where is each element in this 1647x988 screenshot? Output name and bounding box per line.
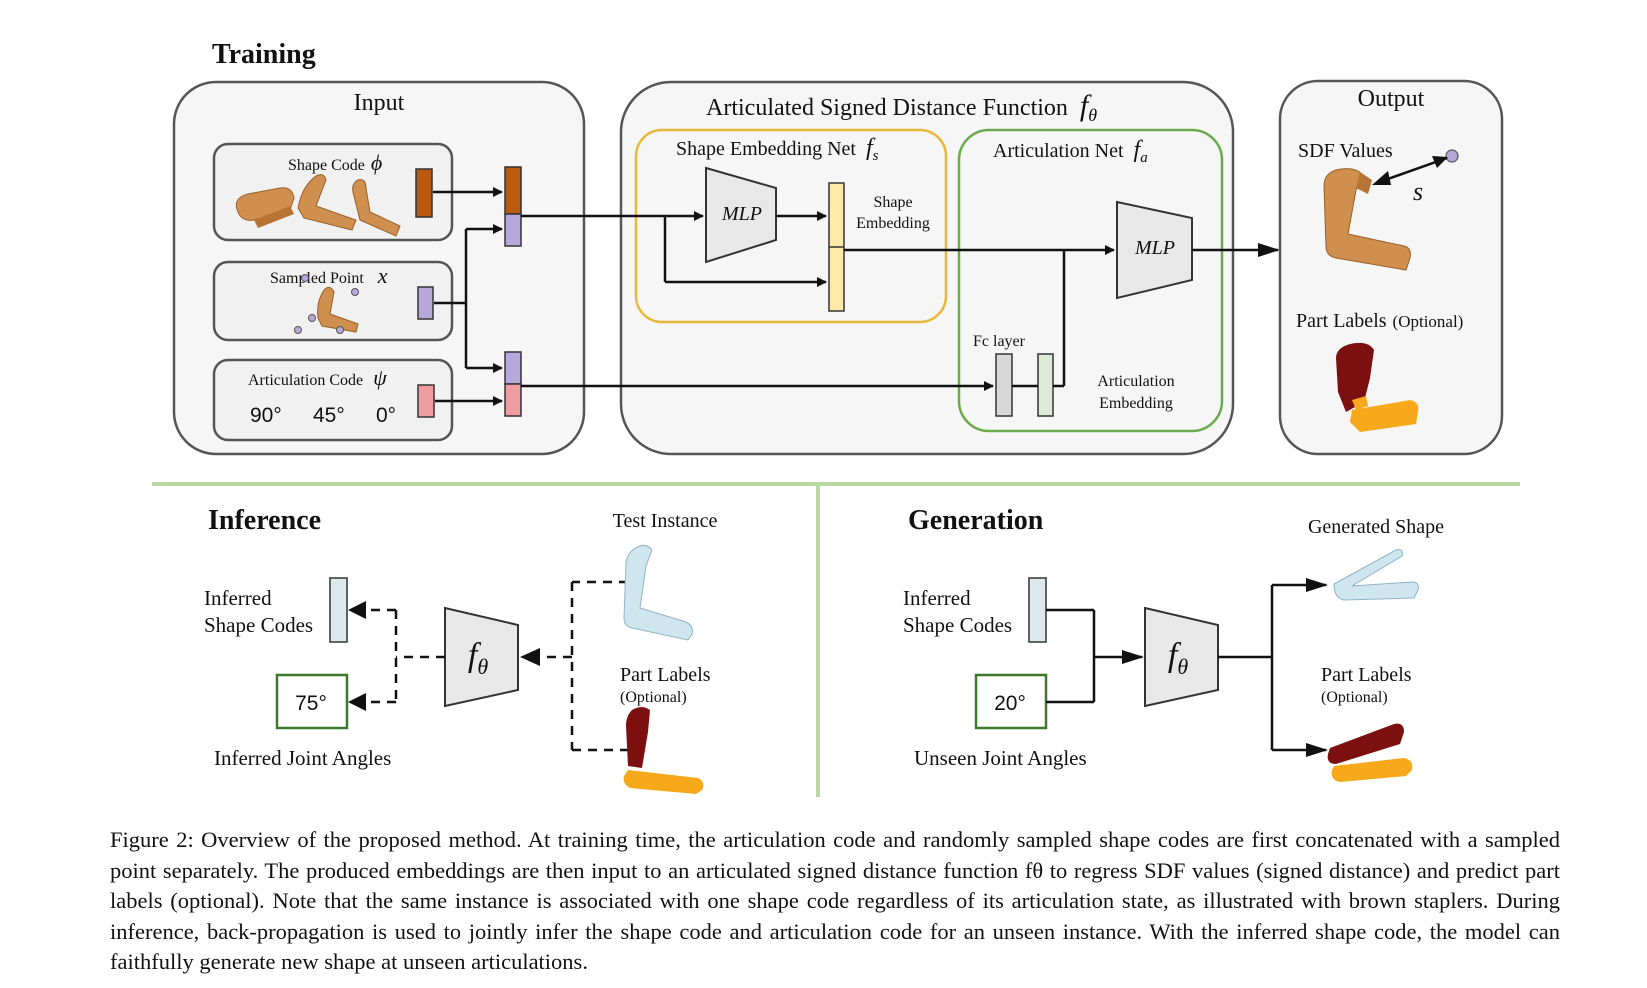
inference-angle: 75° xyxy=(295,692,327,715)
test-instance-shape xyxy=(623,544,693,641)
inference-shape-codes-label-2: Shape Codes xyxy=(204,613,313,637)
angle-90: 90° xyxy=(250,404,282,427)
generated-shape xyxy=(1333,549,1419,601)
inference-shape-code-vector xyxy=(329,577,348,643)
inference-shape-codes-label-1: Inferred xyxy=(204,586,272,610)
generation-shape-code-vector xyxy=(1028,577,1047,643)
articulation-embedding-vector xyxy=(1037,353,1054,417)
concat-point-top xyxy=(504,213,522,247)
inference-f-theta xyxy=(444,606,519,708)
training-title: Training xyxy=(212,39,316,70)
inference-title: Inference xyxy=(208,505,321,536)
concat-point-bottom xyxy=(504,351,522,385)
asdf-panel xyxy=(619,80,1235,456)
part-labels-output-label: Part Labels(Optional) xyxy=(1296,310,1463,332)
test-instance-label: Test Instance xyxy=(613,510,718,532)
sampled-point-box xyxy=(212,260,454,342)
asdf-arrows xyxy=(521,211,1280,391)
input-panel-title: Input xyxy=(354,90,405,116)
angle-0: 0° xyxy=(376,404,396,427)
shape-embedding-net-panel xyxy=(634,128,948,324)
sdf-values-label: SDF Values xyxy=(1298,140,1393,162)
generation-part-labels-label: Part Labels xyxy=(1321,664,1412,686)
part-labels-output-shape xyxy=(1336,342,1419,432)
articulation-code-vector xyxy=(417,384,435,418)
fc-layer-vector xyxy=(995,353,1013,417)
shape-embedding-label-2: Embedding xyxy=(856,215,930,232)
generation-arrows xyxy=(1046,578,1328,757)
generation-f-theta xyxy=(1144,606,1219,708)
output-title: Output xyxy=(1358,86,1425,112)
figure-caption: Figure 2: Overview of the proposed metho… xyxy=(110,827,1560,974)
inference-part-labels-shape xyxy=(623,707,704,794)
inference-optional-label: (Optional) xyxy=(620,689,687,706)
inferred-joint-angles-label: Inferred Joint Angles xyxy=(214,746,391,770)
generation-shape-codes-label-1: Inferred xyxy=(903,586,971,610)
angle-45: 45° xyxy=(313,404,345,427)
fc-layer-label: Fc layer xyxy=(973,333,1026,350)
inference-part-labels-label: Part Labels xyxy=(620,664,711,686)
stapler-shapes xyxy=(235,174,401,237)
generation-title: Generation xyxy=(908,505,1044,536)
articulation-embedding-label-1: Articulation xyxy=(1097,373,1174,390)
concat-articulation xyxy=(504,383,522,417)
concat-shape-code xyxy=(504,166,522,215)
shape-mlp xyxy=(705,166,777,264)
articulation-mlp xyxy=(1116,200,1193,300)
generation-part-labels-shape xyxy=(1327,723,1413,782)
articulation-mlp-label: MLP xyxy=(1134,237,1175,259)
generated-shape-label: Generated Shape xyxy=(1308,516,1444,538)
sdf-output-shape xyxy=(1323,168,1411,271)
generation-shape-codes-label-2: Shape Codes xyxy=(903,613,1012,637)
input-arrows xyxy=(433,187,503,406)
articulation-net-panel xyxy=(957,128,1224,433)
shape-mlp-label: MLP xyxy=(721,203,762,225)
generation-angle: 20° xyxy=(994,692,1026,715)
sampled-point-shape xyxy=(294,274,359,334)
generation-optional-label: (Optional) xyxy=(1321,689,1388,706)
distance-symbol: s xyxy=(1413,177,1423,206)
inference-angle-box xyxy=(275,673,349,730)
shape-embedding-label-1: Shape xyxy=(873,194,912,211)
articulation-embedding-label-2: Embedding xyxy=(1099,395,1173,412)
query-point xyxy=(1445,149,1459,163)
unseen-joint-angles-label: Unseen Joint Angles xyxy=(914,746,1087,770)
shape-code-vector xyxy=(415,168,433,218)
sampled-point-vector xyxy=(417,286,434,320)
